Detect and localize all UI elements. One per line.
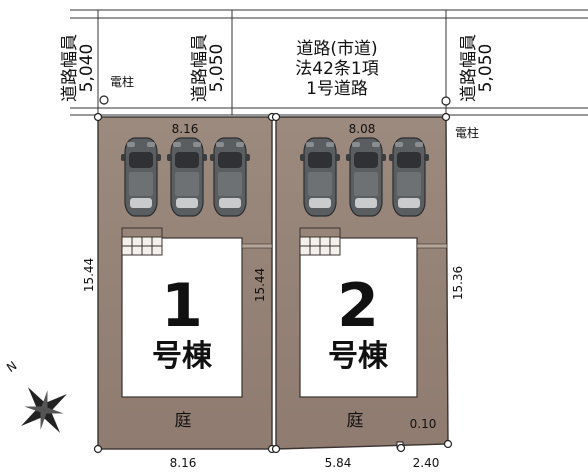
road	[70, 9, 588, 116]
lot-2-garden-label: 庭	[347, 411, 364, 431]
lot-2	[275, 116, 449, 450]
lot-corner-markers	[93, 112, 453, 454]
lot-1-garden-label: 庭	[175, 411, 192, 431]
road-width-value-left: 5,040	[77, 44, 97, 93]
lot-1	[97, 116, 273, 450]
lot-2-number: 2	[337, 271, 379, 341]
lot-1-car-1	[120, 137, 162, 217]
lot-1-bottom-width: 8.16	[170, 456, 197, 470]
lot-1-car-2	[166, 137, 208, 217]
lot-1-top-width: 8.16	[172, 122, 199, 136]
utility-pole-right-icon	[441, 96, 451, 106]
road-name-line3: 1号道路	[306, 79, 368, 99]
road-width-label-right: 道路幅員	[459, 34, 479, 102]
lot-2-car-2	[345, 137, 387, 217]
lot-2-bottom-extra: 2.40	[413, 456, 440, 470]
lot-2-top-width: 8.08	[349, 122, 376, 136]
lot-2-bottom-width: 5.84	[325, 456, 352, 470]
lot-1-car-3	[209, 137, 251, 217]
road-width-label-mid: 道路幅員	[190, 34, 210, 102]
lot-2-right-depth: 15.36	[451, 266, 465, 300]
road-width-label-left: 道路幅員	[60, 34, 80, 102]
road-width-value-right: 5,050	[476, 44, 496, 93]
lot-1-number: 1	[161, 271, 203, 341]
lot-1-left-depth: 15.44	[82, 258, 96, 292]
lot-2-deck	[299, 236, 341, 256]
utility-pole-left-icon	[99, 95, 109, 105]
lot-2-car-3	[388, 137, 430, 217]
lot-2-building-label: 号棟	[328, 339, 389, 374]
road-name-line1: 道路(市道)	[296, 39, 377, 59]
lot-1-building-label: 号棟	[152, 339, 213, 374]
utility-pole-label-left: 電柱	[110, 74, 134, 89]
utility-pole-label-right: 電柱	[455, 125, 479, 140]
lot-2-car-1	[299, 137, 341, 217]
compass-rose-icon	[21, 387, 67, 433]
lot-1-deck	[121, 236, 163, 256]
lot-1-right-depth: 15.44	[253, 268, 267, 302]
lot-2-corner-offset: 0.10	[410, 417, 437, 431]
road-width-value-mid: 5,050	[207, 44, 227, 93]
compass-north-label: N	[4, 358, 19, 375]
road-name-line2: 法42条1項	[295, 59, 378, 79]
